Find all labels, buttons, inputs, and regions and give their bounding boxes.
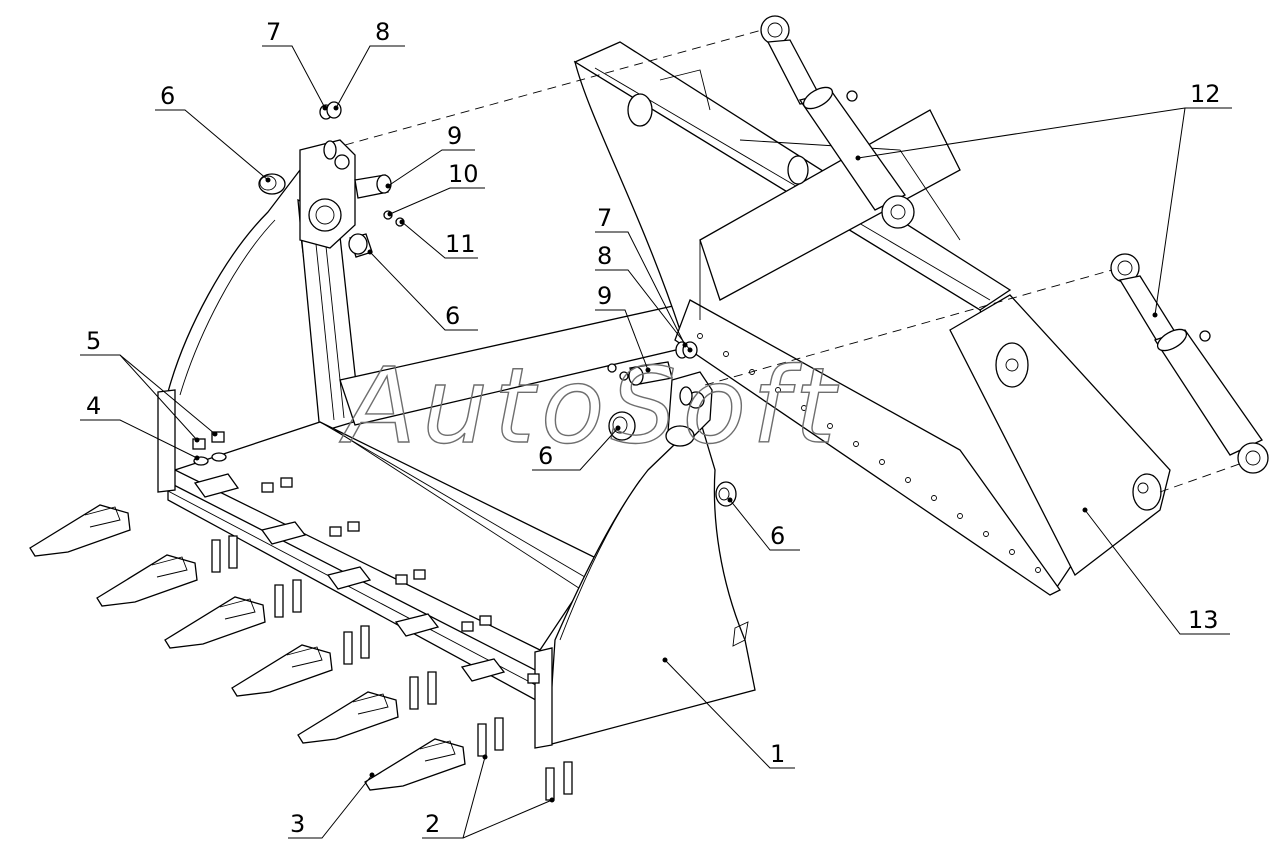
- assembly-centerlines: [344, 29, 1246, 493]
- callout-7-upper: 7: [266, 18, 281, 46]
- callout-8-upper: 8: [375, 18, 390, 46]
- callout-2: 2: [425, 810, 440, 838]
- bucket-teeth: [29, 504, 466, 791]
- callout-6-upper-right: 6: [445, 302, 460, 330]
- callout-6-lower: 6: [770, 522, 785, 550]
- callout-5: 5: [86, 327, 101, 355]
- pin-9-upper: [354, 174, 405, 227]
- left-pivot-lever: [299, 139, 356, 249]
- bushing-6-upper-left: [258, 173, 286, 195]
- hydraulic-cylinder-lower: [1110, 253, 1269, 474]
- watermark-text: AutoSoft: [339, 345, 842, 467]
- nuts-and-washers: [192, 431, 540, 684]
- bolts: [211, 535, 573, 801]
- callout-6-center: 6: [538, 442, 553, 470]
- callout-11: 11: [445, 230, 476, 258]
- callout-12: 12: [1190, 80, 1221, 108]
- callout-9-upper: 9: [447, 122, 462, 150]
- callout-10: 10: [448, 160, 479, 188]
- leader-lines: [80, 45, 1232, 839]
- callout-9-center: 9: [597, 282, 612, 310]
- base-plates: [193, 473, 506, 682]
- callout-labels: 1 2 3 4 5 6 6 6 6 7 7 8 8 9 9 10 11 12 1…: [86, 18, 1221, 838]
- callout-4: 4: [86, 392, 101, 420]
- bushing-6-center: [608, 411, 636, 441]
- bushing-6-upper-right: [348, 233, 373, 258]
- right-pivot-lever: [667, 371, 713, 441]
- callout-3: 3: [290, 810, 305, 838]
- callout-7-center: 7: [597, 204, 612, 232]
- callout-13: 13: [1188, 606, 1219, 634]
- callout-8-center: 8: [597, 242, 612, 270]
- callout-6-upper-left: 6: [160, 82, 175, 110]
- pin-9-center: [607, 361, 673, 386]
- hydraulic-cylinder-upper: [760, 15, 915, 229]
- callout-1: 1: [770, 740, 785, 768]
- coupler-frame: [573, 41, 1171, 596]
